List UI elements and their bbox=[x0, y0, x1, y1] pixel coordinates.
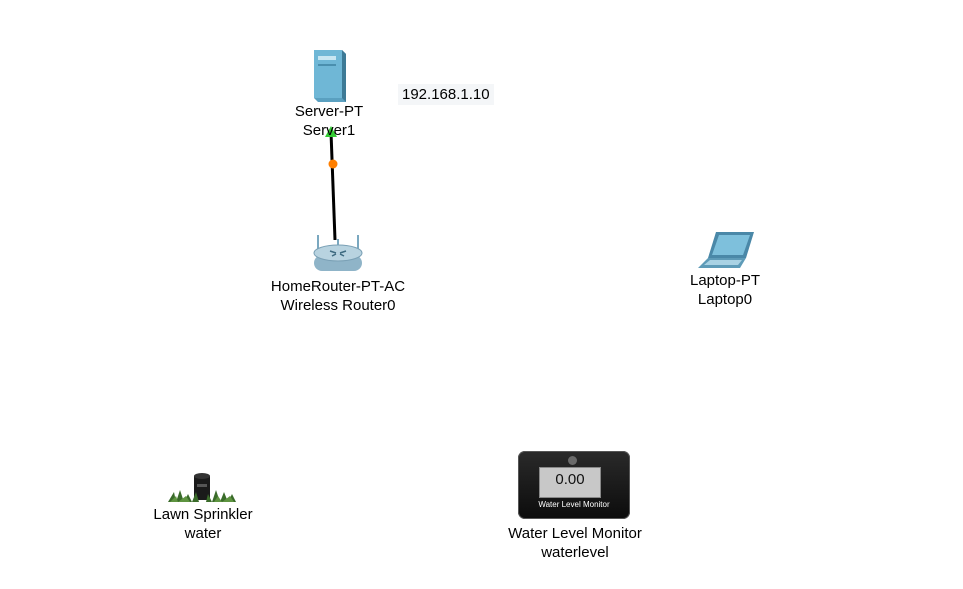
router-model: HomeRouter-PT-AC bbox=[270, 278, 406, 295]
server-model: Server-PT bbox=[294, 103, 364, 120]
laptop-label: Laptop-PT Laptop0 bbox=[690, 271, 760, 309]
sprinkler-device[interactable] bbox=[166, 470, 240, 504]
sprinkler-label: Lawn Sprinkler water bbox=[153, 505, 252, 543]
sprinkler-model: Lawn Sprinkler bbox=[153, 506, 253, 523]
water-level-monitor-icon: 0.00 Water Level Monitor bbox=[518, 451, 630, 519]
laptop-device[interactable] bbox=[696, 230, 756, 270]
monitor-caption: Water Level Monitor bbox=[538, 500, 610, 509]
water-level-monitor-label: Water Level Monitor waterlevel bbox=[508, 524, 642, 562]
server-icon bbox=[314, 50, 346, 102]
laptop-model: Laptop-PT bbox=[689, 272, 761, 289]
ip-note[interactable]: 192.168.1.10 bbox=[398, 84, 494, 105]
water-monitor-model: Water Level Monitor bbox=[508, 525, 642, 542]
water-level-monitor-device[interactable]: 0.00 Water Level Monitor bbox=[518, 451, 630, 519]
router-device[interactable] bbox=[310, 231, 366, 277]
sensor-dot bbox=[568, 456, 577, 465]
wireless-router-icon bbox=[313, 235, 363, 271]
server-name: Server1 bbox=[302, 122, 356, 139]
laptop-icon bbox=[698, 232, 754, 268]
server-device[interactable] bbox=[308, 48, 348, 104]
monitor-screen: 0.00 bbox=[539, 467, 601, 498]
laptop-name: Laptop0 bbox=[697, 291, 753, 308]
router-label: HomeRouter-PT-AC Wireless Router0 bbox=[271, 277, 405, 315]
water-monitor-name: waterlevel bbox=[541, 544, 609, 561]
router-name: Wireless Router0 bbox=[280, 297, 396, 314]
sprinkler-name: water bbox=[184, 525, 222, 542]
water-level-value: 0.00 bbox=[555, 471, 585, 488]
link-status-pending-indicator bbox=[328, 159, 338, 169]
server-label: Server-PT Server1 bbox=[295, 102, 363, 140]
lawn-sprinkler-icon bbox=[168, 473, 236, 502]
